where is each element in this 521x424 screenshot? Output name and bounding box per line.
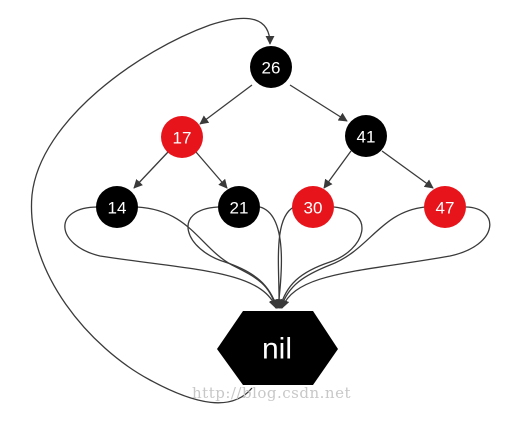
edge-30-nil-right bbox=[277, 206, 363, 309]
edge-14-nil-left bbox=[64, 206, 278, 309]
tree-node-30: 30 bbox=[292, 186, 334, 228]
tree-node-41: 41 bbox=[345, 115, 387, 157]
edge-30-nil-left bbox=[274, 206, 295, 309]
tree-node-21: 21 bbox=[218, 186, 260, 228]
edge-26-41 bbox=[289, 84, 348, 122]
edge-47-nil-right bbox=[280, 206, 491, 309]
node-label-21: 21 bbox=[230, 199, 249, 218]
node-label-30: 30 bbox=[304, 199, 323, 218]
nil-label: nil bbox=[262, 333, 292, 366]
node-label-26: 26 bbox=[262, 59, 281, 78]
edge-14-nil-right bbox=[136, 206, 279, 309]
node-label-47: 47 bbox=[436, 199, 455, 218]
tree-node-17: 17 bbox=[161, 116, 203, 158]
tree-node-26: 26 bbox=[250, 46, 292, 88]
node-label-14: 14 bbox=[108, 199, 127, 218]
edge-17-21 bbox=[195, 151, 228, 189]
node-label-17: 17 bbox=[173, 129, 192, 148]
edge-41-47 bbox=[381, 150, 434, 189]
tree-node-47: 47 bbox=[424, 186, 466, 228]
edge-47-nil-left bbox=[279, 206, 426, 309]
nil-sentinel-node: nil bbox=[217, 311, 338, 385]
tree-node-14: 14 bbox=[96, 186, 138, 228]
node-label-41: 41 bbox=[357, 128, 376, 147]
edge-26-17 bbox=[199, 84, 253, 125]
edge-41-30 bbox=[323, 150, 352, 189]
watermark-text: http://blog.csdn.net bbox=[192, 384, 351, 402]
edge-17-14 bbox=[133, 151, 169, 189]
edge-21-nil-left bbox=[187, 206, 279, 309]
edge-nil-root-loop bbox=[30, 17, 275, 404]
